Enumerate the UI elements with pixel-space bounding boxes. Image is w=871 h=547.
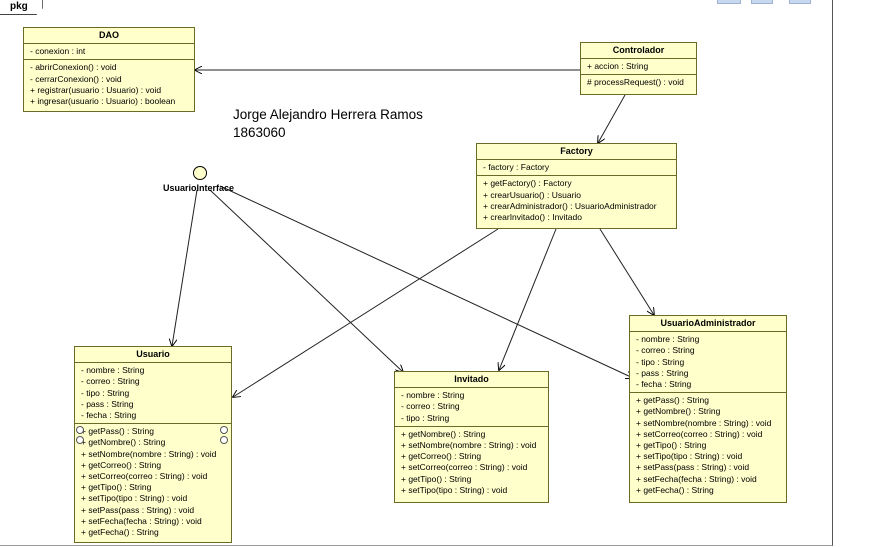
attribute: + accion : String — [587, 61, 649, 72]
operation: + setCorreo(correo : String) : void — [636, 428, 763, 439]
interface-label: UsuarioInterface — [163, 183, 235, 193]
class-name: DAO — [24, 28, 194, 45]
operation: + setPass(pass : String) : void — [636, 462, 750, 473]
class-usuario-administrador[interactable]: UsuarioAdministrador - nombre : String -… — [629, 315, 787, 503]
attribute: - correo : String — [401, 401, 460, 412]
operation: + setNombre(nombre : String) : void — [636, 417, 772, 428]
operation: + setNombre(nombre : String) : void — [81, 448, 217, 459]
operation: - cerrarConexion() : void — [30, 73, 122, 84]
operation: + getCorreo() : String — [401, 451, 482, 462]
operation: - abrirConexion() : void — [30, 62, 117, 73]
class-name: Factory — [477, 144, 676, 161]
operation: + crearInvitado() : Invitado — [483, 212, 582, 223]
attribute: - nombre : String — [401, 390, 465, 401]
attribute: - correo : String — [81, 376, 140, 387]
operation: + getFactory() : Factory — [483, 178, 572, 189]
selection-handle[interactable] — [220, 436, 228, 444]
package-frame — [0, 0, 833, 546]
operation: + setFecha(fecha : String) : void — [81, 515, 202, 526]
class-dao[interactable]: DAO - conexion : int - abrirConexion() :… — [23, 27, 195, 112]
attributes-section: - conexion : int — [24, 44, 194, 59]
operation: + setTipo(tipo : String) : void — [401, 484, 508, 495]
class-name: Usuario — [75, 347, 231, 364]
author-annotation: Jorge Alejandro Herrera Ramos 1863060 — [233, 106, 423, 142]
operations-section: # processRequest() : void — [581, 74, 696, 90]
operations-section: + getNombre() : String + setNombre(nombr… — [395, 425, 548, 498]
edge-controlador-factory — [598, 94, 626, 143]
attribute: - correo : String — [636, 345, 695, 356]
operations-section: + getPass() : String + getNombre() : Str… — [75, 423, 231, 540]
attribute: - nombre : String — [636, 334, 700, 345]
interface-lollipop-icon[interactable] — [193, 166, 207, 180]
class-factory[interactable]: Factory - factory : Factory + getFactory… — [476, 143, 677, 229]
operation: # processRequest() : void — [587, 77, 684, 88]
operation: + setPass(pass : String) : void — [81, 504, 195, 515]
selection-handle[interactable] — [76, 426, 84, 434]
operation: + setTipo(tipo : String) : void — [636, 451, 743, 462]
edge-factory-usuario — [233, 228, 499, 397]
operation: + crearAdministrador() : UsuarioAdminist… — [483, 200, 657, 211]
toolbar-button[interactable] — [751, 0, 773, 4]
attribute: - factory : Factory — [483, 162, 550, 173]
operation: + setTipo(tipo : String) : void — [81, 493, 188, 504]
operation: + getNombre() : String — [636, 406, 721, 417]
edge-factory-invitado — [499, 228, 557, 370]
operation: + setCorreo(correo : String) : void — [401, 462, 528, 473]
author-id: 1863060 — [233, 125, 286, 140]
attribute: - fecha : String — [81, 410, 137, 421]
class-controlador[interactable]: Controlador + accion : String # processR… — [580, 42, 697, 95]
operation: + getFecha() : String — [636, 484, 714, 495]
attribute: - nombre : String — [81, 365, 145, 376]
operation: + registrar(usuario : Usuario) : void — [30, 84, 162, 95]
attributes-section: + accion : String — [581, 59, 696, 74]
attributes-section: - nombre : String - correo : String - ti… — [75, 363, 231, 423]
toolbar-button[interactable] — [717, 0, 741, 4]
attribute: - fecha : String — [636, 379, 692, 390]
operation: + setCorreo(correo : String) : void — [81, 471, 208, 482]
package-tab[interactable]: pkg — [0, 0, 43, 15]
operation: + getPass() : String — [636, 395, 709, 406]
class-name: Controlador — [581, 43, 696, 60]
operation: + getNombre() : String — [401, 428, 486, 439]
attribute: - pass : String — [81, 398, 134, 409]
attribute: - tipo : String — [81, 387, 130, 398]
operation: + getTipo() : String — [636, 440, 707, 451]
attribute: - pass : String — [636, 367, 689, 378]
selection-handle[interactable] — [220, 426, 228, 434]
edge-interface-invitado — [209, 189, 403, 372]
class-name: UsuarioAdministrador — [630, 316, 786, 333]
operation: + getTipo() : String — [81, 482, 152, 493]
class-usuario[interactable]: Usuario - nombre : String - correo : Str… — [74, 346, 232, 543]
operation: + crearUsuario() : Usuario — [483, 189, 582, 200]
edge-interface-administrador — [219, 185, 633, 378]
selection-handle[interactable] — [76, 436, 84, 444]
attributes-section: - nombre : String - correo : String - ti… — [395, 388, 548, 426]
operation: + getNombre() : String — [81, 437, 166, 448]
operation: + ingresar(usuario : Usuario) : boolean — [30, 96, 176, 107]
edge-factory-administrador — [599, 228, 654, 315]
operations-section: + getPass() : String + getNombre() : Str… — [630, 392, 786, 498]
operation: + getTipo() : String — [401, 473, 472, 484]
class-name: Invitado — [395, 372, 548, 389]
attributes-section: - nombre : String - correo : String - ti… — [630, 332, 786, 392]
attribute: - tipo : String — [636, 356, 685, 367]
operations-section: - abrirConexion() : void - cerrarConexio… — [24, 59, 194, 109]
operation: + getCorreo() : String — [81, 459, 162, 470]
class-invitado[interactable]: Invitado - nombre : String - correo : St… — [394, 371, 549, 503]
operation: + getFecha() : String — [81, 527, 159, 538]
attribute: - tipo : String — [401, 412, 450, 423]
operation: + setFecha(fecha : String) : void — [636, 473, 757, 484]
operation: + setNombre(nombre : String) : void — [401, 440, 537, 451]
attributes-section: - factory : Factory — [477, 160, 676, 175]
author-name: Jorge Alejandro Herrera Ramos — [233, 107, 423, 122]
operation: + getPass() : String — [81, 426, 154, 437]
edge-interface-usuario — [172, 189, 198, 346]
attribute: - conexion : int — [30, 46, 86, 57]
operations-section: + getFactory() : Factory + crearUsuario(… — [477, 175, 676, 225]
toolbar-button[interactable] — [789, 0, 811, 4]
